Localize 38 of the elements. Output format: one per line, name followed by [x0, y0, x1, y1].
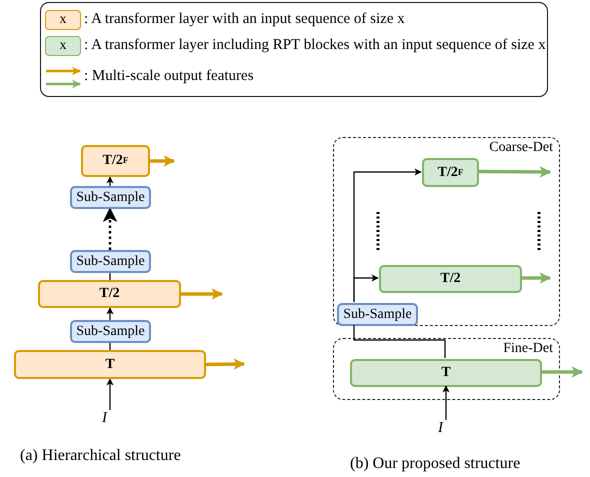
layer-box: T	[350, 359, 542, 387]
group-title: Fine-Det	[503, 341, 553, 357]
connector-line	[353, 325, 446, 358]
output-arrow	[478, 166, 552, 178]
output-arrow	[181, 288, 224, 300]
dashed-group-frame	[333, 137, 560, 326]
sub-sample-box: Sub-Sample	[337, 303, 418, 326]
output-arrow	[150, 155, 176, 167]
output-arrow	[521, 272, 552, 284]
legend-text: : Multi-scale output features	[84, 68, 254, 85]
legend-text: : A transformer layer with an input sequence of size x	[84, 11, 405, 28]
layer-box: T/2	[38, 280, 181, 308]
output-arrow	[541, 366, 584, 378]
layer-box: T	[14, 350, 206, 379]
arrow	[106, 176, 114, 186]
input-symbol: I	[102, 410, 107, 427]
arrow	[106, 307, 114, 320]
figure-caption: (a) Hierarchical structure	[20, 447, 181, 465]
group-title: Coarse-Det	[489, 140, 553, 156]
dashed-group-frame	[333, 338, 560, 400]
legend-swatch: x	[45, 10, 81, 30]
input-symbol: I	[438, 420, 443, 437]
arrow	[353, 274, 379, 302]
arrow	[442, 385, 450, 420]
arrow	[102, 208, 118, 250]
connector-line	[109, 273, 111, 280]
legend-text: : A transformer layer including RPT blockes with an input sequence of size x	[84, 37, 546, 54]
sub-sample-box: Sub-Sample	[70, 250, 151, 273]
output-arrow	[206, 358, 246, 370]
layer-box: T/2$^{F}$	[81, 145, 150, 177]
legend-swatch: x	[45, 36, 81, 56]
connector-line	[109, 343, 111, 350]
layer-box: T/2	[379, 265, 522, 293]
layer-box: T/2$^{F}$	[422, 158, 479, 187]
sub-sample-box: Sub-Sample	[70, 320, 151, 343]
arrow	[106, 378, 114, 410]
figure-caption: (b) Our proposed structure	[350, 455, 520, 473]
sub-sample-box: Sub-Sample	[70, 186, 151, 209]
